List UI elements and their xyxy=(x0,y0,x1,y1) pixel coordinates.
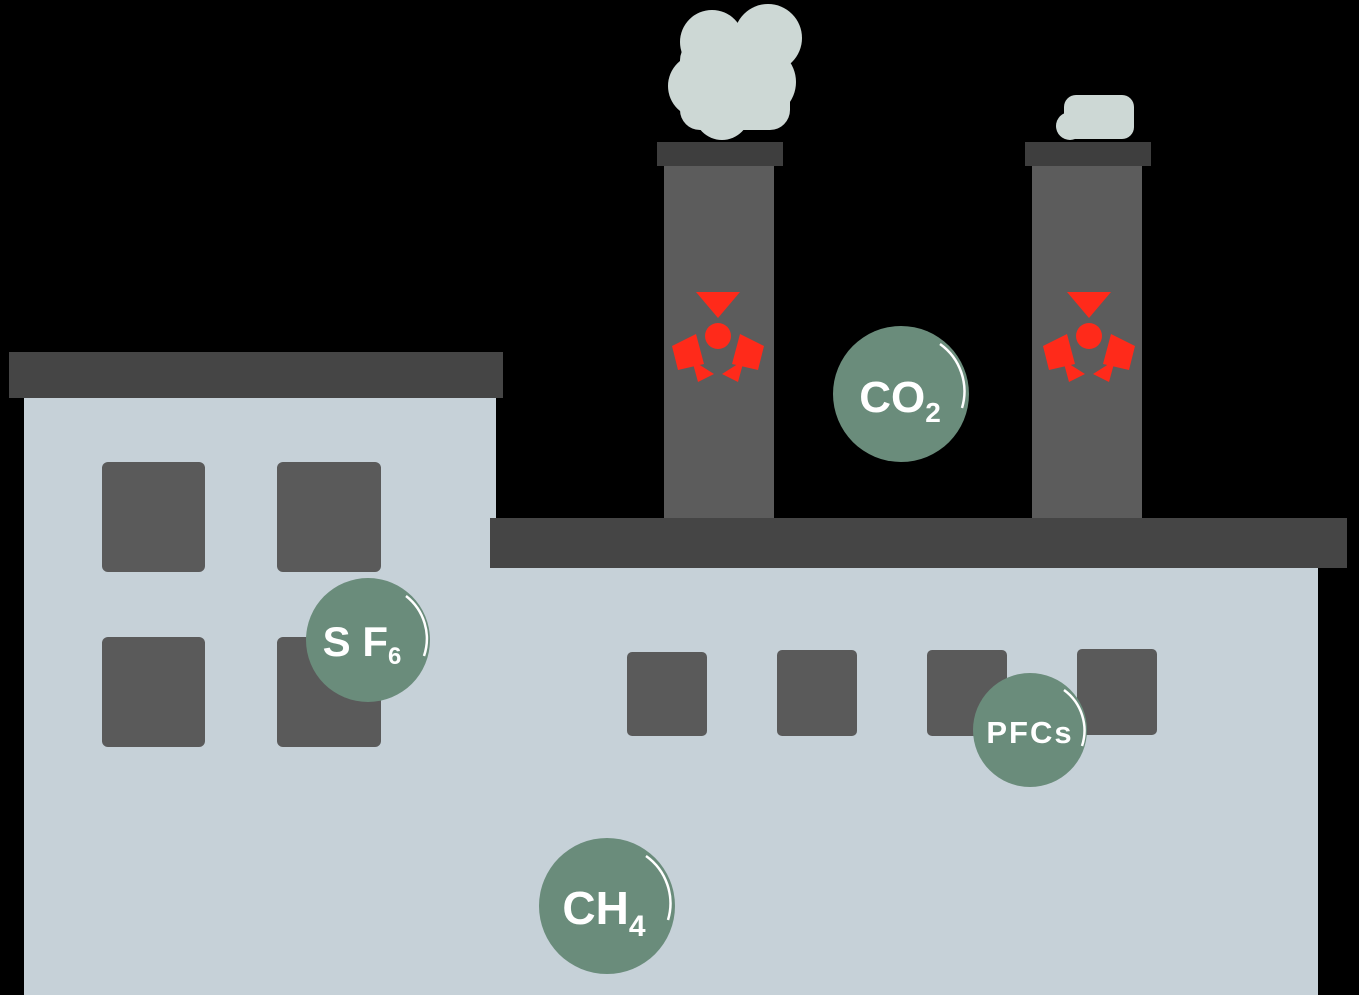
gas-bubble-pfcs: PFCs xyxy=(973,673,1087,787)
gas-label: S F xyxy=(323,618,388,665)
building-right xyxy=(490,518,1347,995)
window xyxy=(102,462,205,572)
svg-text:CH4: CH4 xyxy=(562,882,645,943)
gas-bubble-sf6: S F6 xyxy=(306,578,430,702)
gas-subscript: 6 xyxy=(388,643,401,670)
window xyxy=(277,462,381,572)
smoke-cloud-icon xyxy=(1056,95,1134,140)
smoke-cloud-icon xyxy=(668,4,802,140)
gas-subscript: 4 xyxy=(629,910,646,943)
window xyxy=(777,650,857,736)
window xyxy=(627,652,707,736)
gas-label: CO xyxy=(859,373,925,422)
gas-subscript: 2 xyxy=(925,397,941,428)
building-left xyxy=(9,352,503,995)
svg-text:CO2: CO2 xyxy=(859,373,941,428)
gas-label: CH xyxy=(562,882,628,934)
svg-text:S F6: S F6 xyxy=(323,618,402,670)
gas-bubble-co2: CO2 xyxy=(833,326,969,462)
radiation-hazard-icon xyxy=(1043,292,1135,382)
gas-label: PFCs xyxy=(986,715,1073,750)
window xyxy=(102,637,205,747)
radiation-hazard-icon xyxy=(672,292,764,382)
gas-bubble-ch4: CH4 xyxy=(539,838,675,974)
window xyxy=(1077,649,1157,735)
